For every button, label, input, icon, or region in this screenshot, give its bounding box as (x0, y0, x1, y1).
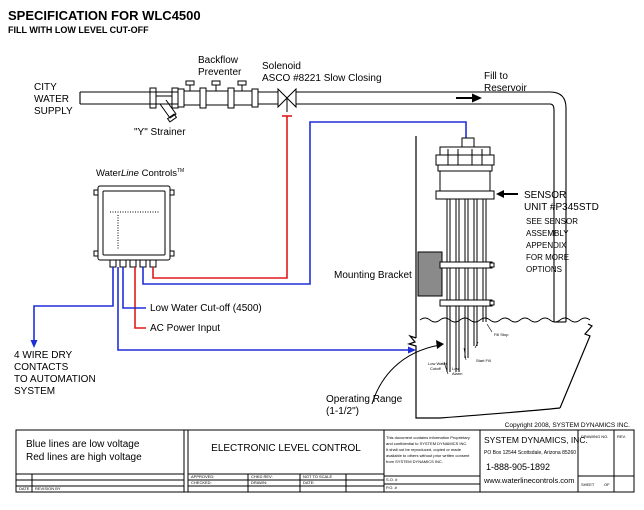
page-title: SPECIFICATION FOR WLC4500 (8, 8, 201, 23)
drawn-field: DRAWN: (251, 480, 267, 485)
probe-low-water-label-1: Low Water (428, 361, 448, 366)
title-block (15, 429, 635, 493)
operating-range-arrow-icon (436, 340, 444, 349)
so-number-field: S.O. # (386, 477, 398, 482)
backflow-preventer-icon (177, 80, 259, 109)
see-sensor-label-2: ASSEMBLY (526, 229, 569, 238)
solenoid-valve-icon (277, 87, 297, 112)
of-field: OF (604, 482, 610, 487)
probe-clamps (439, 261, 495, 307)
city-water-label-2: WATER (34, 94, 69, 105)
ac-power-label: AC Power Input (150, 323, 220, 334)
probe-rods (446, 199, 487, 372)
company-website: www.waterlinecontrols.com (483, 476, 574, 485)
solenoid-label-2: ASCO #8221 Slow Closing (262, 73, 382, 84)
see-sensor-label-1: SEE SENSOR (526, 217, 578, 226)
dry-contacts-label-1: 4 WIRE DRY (14, 350, 72, 361)
probe-low-alarm-label-2: Alarm (452, 371, 463, 376)
proprietary-notice-5: from SYSTEM DYNAMICS INC. (386, 459, 443, 464)
proprietary-notice-3: It shall not be reproduced, copied or ma… (386, 447, 462, 452)
operating-range-pointer (371, 344, 441, 405)
rev-header: REV. (617, 434, 626, 439)
city-water-label-3: SUPPLY (34, 106, 73, 117)
see-sensor-label-3: APPENDIX (526, 241, 567, 250)
proprietary-notice-4: available to others without prior writte… (386, 453, 470, 458)
company-address: PO Box 12544 Scottsdale, Arizona 85260 (484, 450, 576, 456)
probe-start-fill-label: Start Fill (476, 358, 491, 363)
probe-fill-stop-label: Fill Stop (494, 332, 509, 337)
strainer-label: "Y" Strainer (134, 127, 186, 138)
sensor-pointer-icon (496, 190, 518, 198)
controller-label: WaterLine ControlsTM (96, 168, 184, 179)
operating-range-label-1: Operating Range (326, 394, 403, 405)
revision-by-header: REVISION BY (35, 486, 61, 491)
backflow-label-1: Backflow (198, 55, 239, 66)
high-voltage-wiring (134, 115, 292, 329)
low-voltage-wiring (33, 121, 467, 351)
date-field: DATE: (303, 480, 314, 485)
voltage-legend-low: Blue lines are low voltage (26, 439, 140, 450)
city-water-label-1: CITY (34, 82, 57, 93)
not-to-scale-field: NOT TO SCALE (303, 474, 332, 479)
company-name: SYSTEM DYNAMICS, INC. (484, 435, 588, 445)
see-sensor-label-5: OPTIONS (526, 265, 562, 274)
page-subtitle: FILL WITH LOW LEVEL CUT-OFF (8, 25, 149, 35)
drawing-no-header: DRAWING NO. (581, 434, 608, 439)
water-surface (419, 317, 591, 323)
approved-field: APPROVED: (191, 474, 214, 479)
dry-contacts-label-4: SYSTEM (14, 386, 55, 397)
conduit-fittings (109, 259, 157, 268)
backflow-label-2: Preventer (198, 67, 242, 78)
voltage-legend-high: Red lines are high voltage (26, 452, 142, 463)
copyright-notice: Copyright 2008, SYSTEM DYNAMICS INC. (505, 422, 631, 429)
probe-wire-arrow-icon (408, 346, 416, 354)
dry-contacts-label-3: TO AUTOMATION (14, 374, 96, 385)
probe-label-pointers (443, 323, 493, 375)
po-number-field: P.O. # (386, 485, 398, 490)
y-strainer-icon (149, 87, 179, 123)
chkd-rev-field: CHKD REV: (251, 474, 273, 479)
mounting-bracket (417, 251, 443, 297)
sensor-label-1: SENSOR (524, 190, 566, 201)
drawing-title: ELECTRONIC LEVEL CONTROL (211, 443, 361, 454)
flow-arrow-icon (456, 93, 482, 103)
operating-range-label-2: (1-1/2") (326, 406, 359, 417)
company-phone: 1-888-905-1892 (486, 462, 550, 472)
low-water-cutoff-label: Low Water Cut-off (4500) (150, 303, 262, 314)
sensor-head (435, 137, 495, 200)
sheet-field: SHEET (581, 482, 595, 487)
see-sensor-label-4: FOR MORE (526, 253, 569, 262)
probe-low-alarm-label-1: Low (452, 366, 459, 371)
controller-box (93, 185, 175, 261)
mounting-bracket-label: Mounting Bracket (334, 270, 412, 281)
sensor-label-2: UNIT #P345STD (524, 202, 599, 213)
fill-label-2: Reservoir (484, 83, 527, 94)
proprietary-notice-1: This document contains information Propr… (386, 435, 470, 440)
reservoir-tank (406, 136, 593, 419)
probe-low-water-label-2: Cutoff (430, 366, 441, 371)
proprietary-notice-2: and confidential to SYSTEM DYNAMICS INC. (386, 441, 467, 446)
wire-arrow-icon (30, 340, 38, 348)
solenoid-label-1: Solenoid (262, 61, 301, 72)
revision-date-header: DATE (19, 486, 30, 491)
dry-contacts-label-2: CONTACTS (14, 362, 69, 373)
fill-label-1: Fill to (484, 71, 508, 82)
checked-field: CHECKED: (191, 480, 212, 485)
